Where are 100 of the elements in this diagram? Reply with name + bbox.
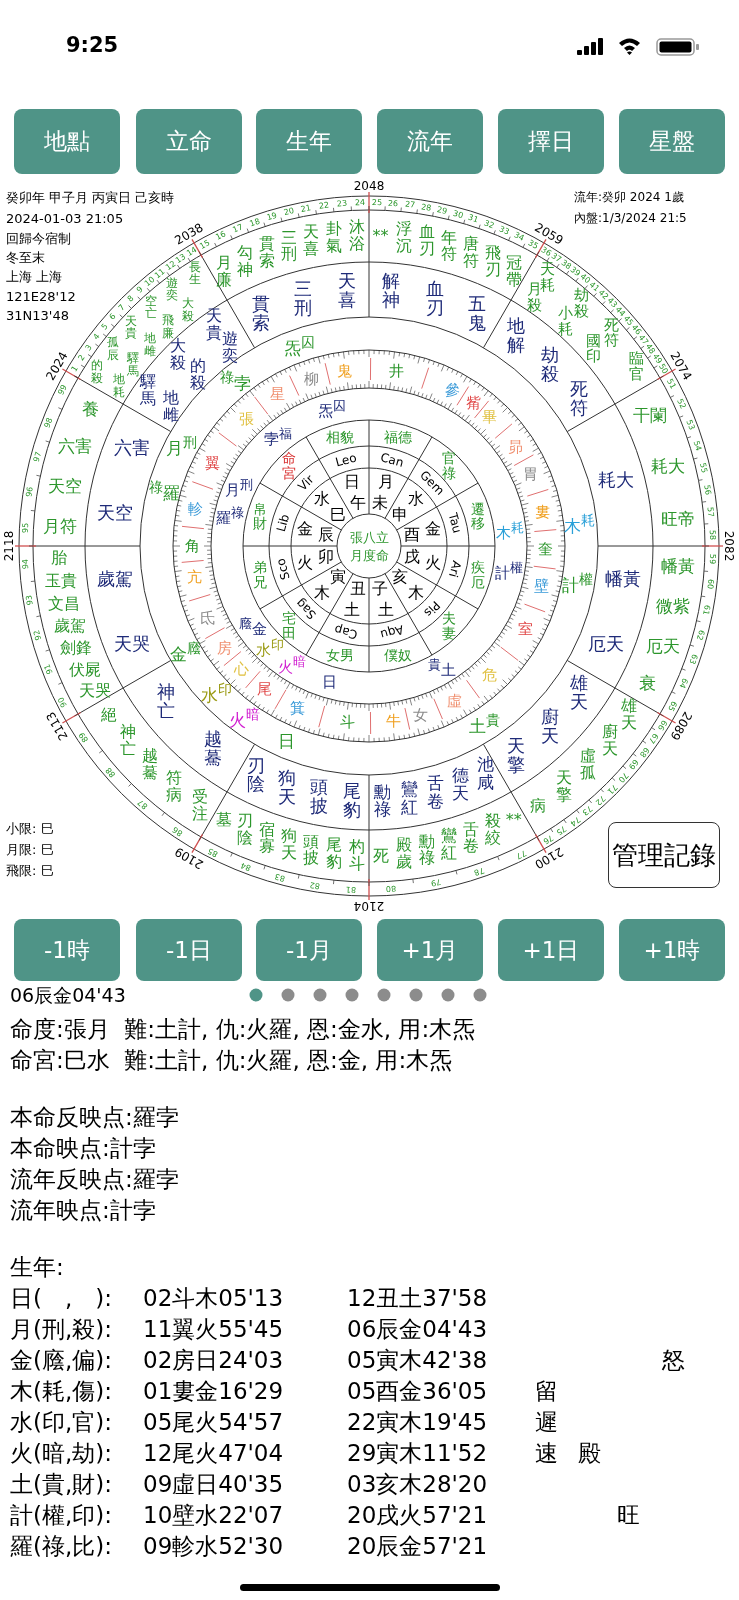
age-number: 26	[388, 199, 399, 209]
nav-button: 擇日	[498, 109, 604, 174]
mansion-name: 井	[389, 363, 405, 379]
step-button: -1月	[256, 919, 362, 981]
star-name: 死符	[569, 380, 588, 419]
star-name: 衰	[638, 674, 656, 692]
star-name: 舌卷	[463, 821, 480, 856]
age-number: 77	[514, 847, 528, 860]
star-name: 天空	[47, 477, 82, 494]
mansion-name: 胃	[523, 466, 539, 482]
mansion-name: 婁	[535, 504, 551, 520]
age-number: 53	[684, 419, 696, 432]
table-cell: 12尾火47'04	[143, 1442, 284, 1465]
branch-char: 申	[392, 506, 409, 523]
table-cell: 02房日24'03	[143, 1349, 284, 1372]
step-button: -1日	[136, 919, 242, 981]
table-cell: 留	[535, 1380, 558, 1403]
star-name: 虛孤	[580, 748, 597, 782]
table-cell: 10壁水22'07	[143, 1504, 284, 1527]
planet-char: 水	[407, 491, 424, 508]
table-cell: 日( , ):	[10, 1287, 112, 1310]
star-name: 國印	[585, 333, 601, 366]
star-name: 受注	[192, 789, 209, 823]
header-text: 回歸今宿制	[6, 232, 71, 245]
mansion-name: 尾	[257, 681, 273, 697]
age-number: 76	[541, 832, 554, 845]
age-number: 86	[172, 825, 185, 838]
center-text: 張八立	[349, 530, 389, 544]
palace-name: 疾厄	[471, 560, 486, 590]
mansion-name: 參	[444, 382, 460, 398]
zodiac-sign: Sco	[274, 557, 292, 581]
age-number: 48	[643, 342, 657, 356]
info-text: 本命映点:計孛	[10, 1137, 156, 1160]
age-number: 74	[568, 814, 581, 827]
table-cell: 20戌火57'21	[347, 1504, 488, 1527]
year-label: 2082	[723, 530, 735, 562]
palace-name: 官祿	[441, 451, 456, 481]
planet-symbol: 木$^{耗}$	[496, 521, 525, 541]
limit-text: 飛限: 巳	[6, 864, 54, 877]
header-text: 31N13'48	[6, 309, 69, 322]
center-text: 月度命	[349, 548, 389, 562]
mansion-name: 斗	[339, 714, 355, 730]
table-cell: 土(貴,財):	[10, 1473, 112, 1496]
star-name: 天貴	[206, 308, 223, 342]
planet-symbol: 孛$^{福}$	[263, 427, 292, 447]
star-name: 大殺	[170, 338, 187, 372]
star-name: 驛馬	[139, 374, 156, 408]
star-name: 養	[82, 400, 100, 418]
age-number: 94	[22, 558, 31, 570]
planet-symbol: 計$^{權}$	[562, 572, 594, 594]
header-text: 內盤:1/3/2024 21:5	[574, 212, 687, 224]
planet-char: 金	[424, 520, 441, 537]
nav-button: 星盤	[619, 109, 725, 174]
mansion-name: 奎	[538, 541, 554, 557]
star-name: 月廉	[216, 255, 233, 289]
age-number: 57	[705, 506, 715, 518]
age-number: 89	[77, 730, 90, 743]
star-name: 伏屍	[68, 661, 101, 678]
age-number: 2	[77, 353, 87, 363]
nav-button: 生年	[256, 109, 362, 174]
planet-symbol: $^{廕}$金	[238, 617, 267, 637]
planet-symbol: $^{祿}$羅	[148, 480, 180, 502]
nav-button: 地點	[14, 109, 120, 174]
planet-char: 土	[378, 601, 395, 618]
planet-symbol: 火$^{暗}$	[228, 706, 260, 729]
star-name: 天喜	[303, 224, 320, 259]
palace-name: 遷移	[471, 502, 486, 532]
age-number: 85	[206, 845, 220, 858]
age-number: 14	[185, 246, 199, 259]
age-number: 78	[473, 865, 486, 877]
table-cell: 01婁金16'29	[143, 1380, 284, 1403]
star-name: 三刑	[293, 279, 312, 318]
star-name: 天擎	[506, 736, 525, 775]
star-name: 狗天	[277, 769, 296, 808]
table-cell: 羅(祿,比):	[10, 1535, 112, 1558]
palace-name: 帛財	[252, 502, 267, 532]
table-cell: 29寅木11'52	[347, 1442, 488, 1465]
star-name: 殿歲	[395, 837, 412, 871]
star-name: 勳祿	[418, 833, 435, 868]
branch-char: 午	[349, 495, 366, 512]
header-text: 121E28'12	[6, 290, 76, 303]
age-number: 34	[512, 231, 526, 244]
star-name: 墓	[216, 811, 233, 829]
star-name: 天空	[97, 503, 134, 522]
star-name: 胎	[51, 549, 68, 566]
age-number: 75	[554, 823, 568, 837]
zodiac-sign: Tau	[446, 511, 464, 535]
age-number: 63	[687, 653, 699, 666]
mansion-name: 亢	[187, 569, 203, 585]
status-time: 9:25	[66, 35, 119, 56]
branch-char: 亥	[392, 569, 409, 586]
star-name: 鸞紅	[441, 828, 458, 863]
star-name: 神亡	[156, 682, 175, 721]
zodiac-sign: Aqu	[379, 623, 405, 641]
age-number: 28	[420, 202, 432, 213]
age-number: 87	[136, 797, 150, 811]
star-name: 厄天	[587, 634, 624, 653]
planet-symbol: 炁$^{囚}$	[284, 334, 316, 357]
palace-name: 相貌	[325, 429, 354, 444]
age-number: 82	[309, 880, 321, 890]
